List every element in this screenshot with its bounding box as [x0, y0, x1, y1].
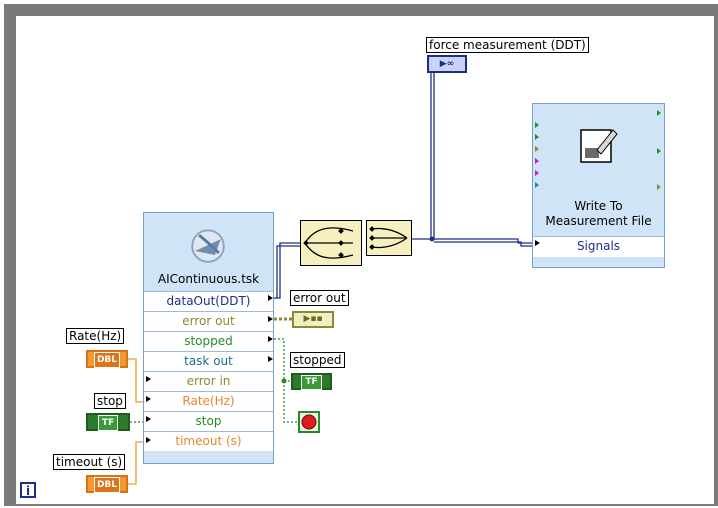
terminal-arrow-icon	[657, 148, 661, 154]
daq-task-node[interactable]: AIContinuous.tsk dataOut(DDT) error out …	[143, 212, 274, 464]
timeout-control[interactable]: DBL	[86, 475, 128, 493]
merge-signals-node[interactable]	[300, 220, 362, 266]
write-measurement-file-node[interactable]: Write To Measurement File Signals	[532, 103, 665, 268]
terminal-arrow-icon	[657, 110, 661, 116]
task-row-stop[interactable]: stop	[144, 411, 273, 431]
timeout-label: timeout (s)	[53, 454, 126, 470]
terminal-arrow-icon	[535, 122, 539, 128]
tf-badge: TF	[301, 375, 322, 390]
signals-input-arrow-icon	[535, 240, 540, 246]
error-out-indicator[interactable]: ▶▪▪	[292, 311, 334, 328]
write-file-title-line1: Write To	[574, 199, 623, 213]
task-row-rate[interactable]: Rate(Hz)	[144, 391, 273, 411]
output-arrow-icon	[268, 356, 273, 362]
split-icon	[369, 226, 408, 250]
task-row-dataout[interactable]: dataOut(DDT)	[144, 291, 273, 311]
daq-assistant-icon	[191, 229, 225, 263]
input-arrow-icon	[146, 396, 151, 402]
dbl-badge: DBL	[93, 477, 121, 493]
task-node-title: AIContinuous.tsk	[157, 272, 260, 286]
loop-stop-condition[interactable]	[298, 411, 320, 433]
terminal-arrow-icon	[535, 182, 539, 188]
terminal-arrow-icon	[535, 134, 539, 140]
input-arrow-icon	[146, 416, 151, 422]
write-file-title-line2: Measurement File	[545, 214, 652, 228]
output-arrow-icon	[268, 336, 273, 342]
input-arrow-icon	[146, 437, 151, 443]
terminal-arrow-icon	[657, 184, 661, 190]
merge-icon	[303, 227, 354, 259]
terminal-arrow-icon	[535, 158, 539, 164]
split-signals-node[interactable]	[366, 220, 412, 256]
tf-badge: TF	[97, 415, 119, 431]
dbl-badge: DBL	[93, 352, 121, 368]
signals-input[interactable]: Signals	[533, 236, 664, 257]
task-row-error-in[interactable]: error in	[144, 371, 273, 391]
terminal-arrow-icon	[535, 146, 539, 152]
write-file-title: Write To Measurement File	[533, 199, 664, 229]
output-arrow-icon	[268, 295, 273, 301]
stopped-indicator[interactable]: TF	[291, 373, 332, 390]
rate-label: Rate(Hz)	[66, 328, 125, 344]
stop-control[interactable]: TF	[86, 413, 130, 431]
force-measurement-indicator[interactable]: ▶∞	[427, 55, 467, 73]
rate-control[interactable]: DBL	[86, 350, 128, 368]
task-row-error-out[interactable]: error out	[144, 311, 273, 331]
force-measurement-label: force measurement (DDT)	[426, 37, 589, 53]
error-out-label: error out	[290, 290, 349, 306]
task-row-timeout[interactable]: timeout (s)	[144, 431, 273, 451]
stop-label: stop	[94, 393, 126, 409]
input-arrow-icon	[146, 376, 151, 382]
stop-sign-icon	[301, 414, 317, 430]
task-row-stopped[interactable]: stopped	[144, 331, 273, 351]
loop-iteration-terminal[interactable]: i	[20, 482, 36, 498]
terminal-arrow-icon	[535, 170, 539, 176]
task-row-task-out[interactable]: task out	[144, 351, 273, 371]
output-arrow-icon	[268, 316, 273, 322]
write-file-icon	[580, 129, 618, 163]
stopped-label: stopped	[290, 352, 345, 368]
